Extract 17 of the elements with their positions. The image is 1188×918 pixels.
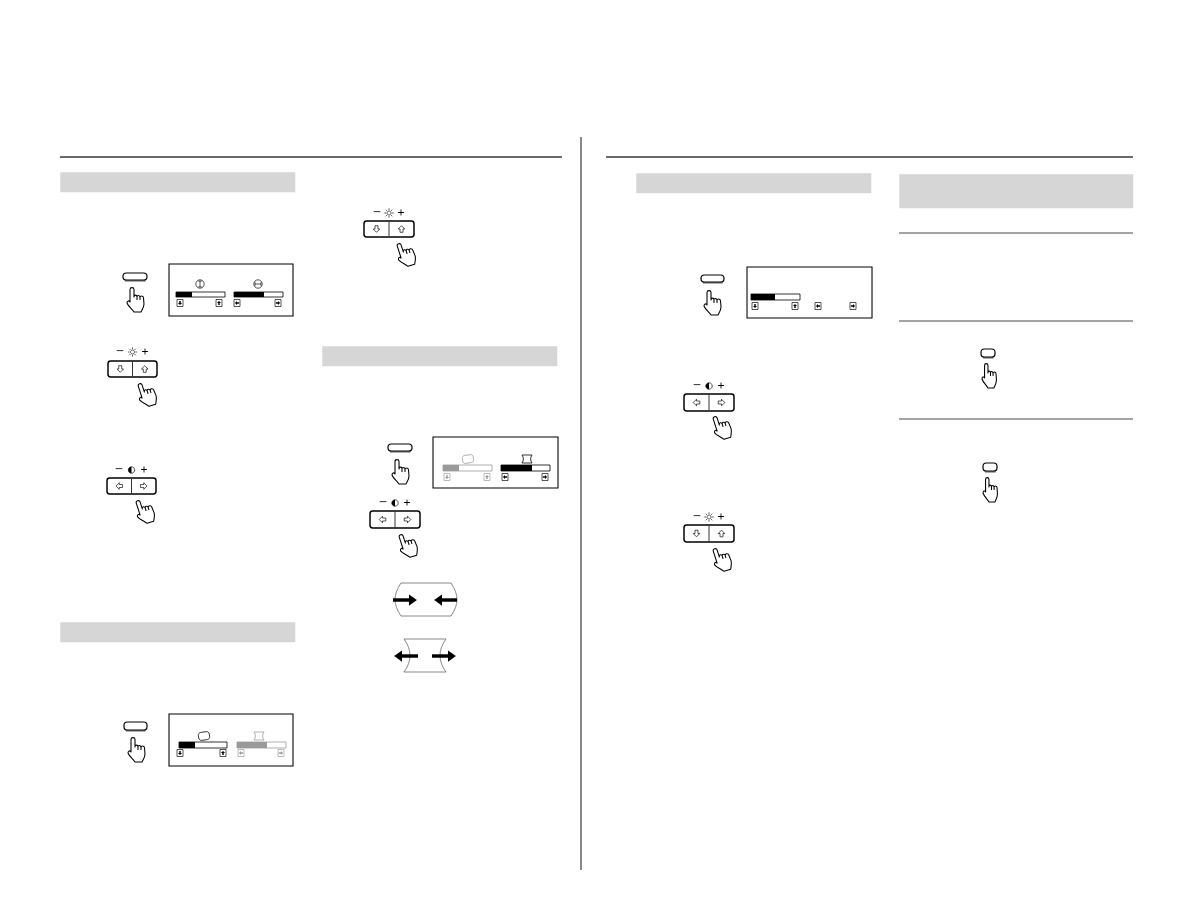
heading-band — [60, 172, 296, 193]
plus-sign: + — [398, 209, 404, 216]
plus-sign: + — [718, 382, 724, 389]
minus-sign: – — [693, 384, 701, 386]
plus-sign: + — [141, 466, 147, 473]
heading-band — [322, 346, 558, 367]
minus-sign: – — [115, 468, 123, 470]
heading-band — [899, 174, 1134, 209]
plus-sign: + — [718, 513, 724, 520]
minus-sign: – — [116, 350, 124, 352]
heading-band — [60, 622, 296, 643]
minus-sign: – — [379, 501, 387, 503]
minus-sign: – — [693, 515, 701, 517]
plus-sign: + — [404, 499, 410, 506]
minus-sign: – — [373, 211, 381, 213]
plus-sign: + — [142, 348, 148, 355]
heading-band — [636, 173, 872, 194]
